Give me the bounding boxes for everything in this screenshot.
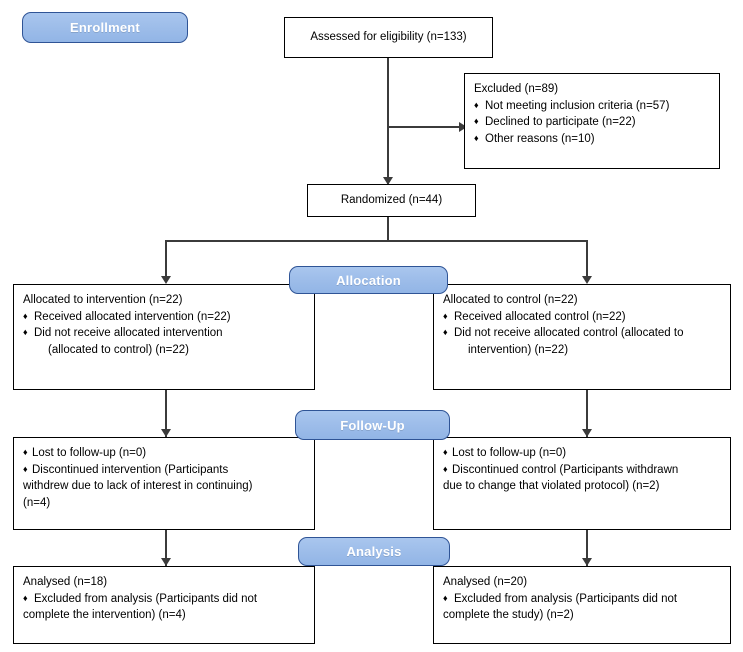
box-excluded: Excluded (n=89) ♦ Not meeting inclusion … bbox=[464, 73, 720, 169]
allocated-control-item2-line1: Did not receive allocated control (alloc… bbox=[454, 327, 684, 340]
arrow-into-followup-intervention-icon bbox=[161, 429, 171, 437]
analysis-control-item1-line2: complete the study) (n=2) bbox=[443, 609, 574, 622]
bullet-icon: ♦ bbox=[443, 327, 448, 338]
allocated-intervention-item1: Received allocated intervention (n=22) bbox=[34, 310, 231, 323]
stage-label-followup-text: Follow-Up bbox=[340, 417, 405, 433]
bullet-icon: ♦ bbox=[23, 463, 28, 474]
followup-intervention-item2-line3: (n=4) bbox=[23, 497, 51, 510]
list-item: ♦ Did not receive allocated intervention… bbox=[23, 325, 305, 358]
stage-label-analysis: Analysis bbox=[298, 537, 450, 566]
list-item: ♦ Other reasons (n=10) bbox=[474, 131, 710, 148]
arrow-into-followup-control-icon bbox=[582, 429, 592, 437]
excluded-reason-text: Declined to participate (n=22) bbox=[485, 116, 636, 129]
list-item: ♦ Excluded from analysis (Participants d… bbox=[23, 591, 305, 624]
allocated-control-item1: Received allocated control (n=22) bbox=[454, 310, 626, 323]
stage-label-enrollment-text: Enrollment bbox=[70, 20, 140, 35]
followup-intervention-list: ♦ Lost to follow-up (n=0) ♦ Discontinued… bbox=[23, 445, 305, 512]
bullet-icon: ♦ bbox=[23, 447, 28, 457]
bullet-icon: ♦ bbox=[443, 592, 448, 603]
arrow-into-randomized-icon bbox=[383, 177, 393, 185]
bullet-icon: ♦ bbox=[23, 327, 28, 338]
stage-label-allocation-text: Allocation bbox=[336, 272, 401, 288]
allocated-intervention-list: ♦ Received allocated intervention (n=22)… bbox=[23, 309, 305, 359]
followup-control-item2-line2: due to change that violated protocol) (n… bbox=[443, 480, 660, 493]
box-analysis-intervention: Analysed (n=18) ♦ Excluded from analysis… bbox=[13, 566, 315, 644]
followup-control-item2-line1: Discontinued control (Participants withd… bbox=[452, 463, 679, 476]
arrow-into-allocated-intervention-icon bbox=[161, 276, 171, 284]
assessed-text: Assessed for eligibility (n=133) bbox=[310, 31, 467, 44]
box-allocated-to-control: Allocated to control (n=22) ♦ Received a… bbox=[433, 284, 731, 390]
connector-randomized-down bbox=[387, 216, 389, 242]
list-item: ♦ Lost to follow-up (n=0) bbox=[443, 445, 721, 462]
box-analysis-control: Analysed (n=20) ♦ Excluded from analysis… bbox=[433, 566, 731, 644]
arrow-into-analysis-control-icon bbox=[582, 558, 592, 566]
box-allocated-to-intervention: Allocated to intervention (n=22) ♦ Recei… bbox=[13, 284, 315, 390]
connector-control-followup-to-analysis bbox=[586, 529, 588, 566]
list-item: ♦ Did not receive allocated control (all… bbox=[443, 325, 721, 358]
connector-split-left-drop bbox=[165, 240, 167, 282]
allocated-intervention-title: Allocated to intervention (n=22) bbox=[23, 294, 183, 306]
followup-intervention-item2-line2: withdrew due to lack of interest in cont… bbox=[23, 480, 253, 493]
list-item: ♦ Not meeting inclusion criteria (n=57) bbox=[474, 98, 710, 115]
analysis-control-list: ♦ Excluded from analysis (Participants d… bbox=[443, 591, 721, 624]
allocated-intervention-item2-line2: (allocated to control) (n=22) bbox=[48, 344, 189, 357]
connector-intervention-alloc-to-followup bbox=[165, 389, 167, 437]
box-randomized: Randomized (n=44) bbox=[307, 184, 476, 217]
bullet-icon: ♦ bbox=[443, 310, 448, 321]
analysis-intervention-title: Analysed (n=18) bbox=[23, 576, 108, 588]
excluded-reason-list: ♦ Not meeting inclusion criteria (n=57) … bbox=[474, 98, 710, 148]
analysis-control-title: Analysed (n=20) bbox=[443, 576, 528, 588]
followup-intervention-item2-line1: Discontinued intervention (Participants bbox=[32, 463, 229, 476]
list-item: ♦ Declined to participate (n=22) bbox=[474, 114, 710, 131]
box-assessed-for-eligibility: Assessed for eligibility (n=133) bbox=[284, 17, 493, 58]
stage-label-allocation: Allocation bbox=[289, 266, 448, 294]
arrow-to-excluded-icon bbox=[459, 122, 467, 132]
connector-intervention-followup-to-analysis bbox=[165, 529, 167, 566]
list-item: ♦ Received allocated intervention (n=22) bbox=[23, 309, 305, 326]
connector-control-alloc-to-followup bbox=[586, 389, 588, 437]
box-followup-control: ♦ Lost to follow-up (n=0) ♦ Discontinued… bbox=[433, 437, 731, 530]
analysis-control-item1-line1: Excluded from analysis (Participants did… bbox=[454, 592, 678, 605]
stage-label-enrollment: Enrollment bbox=[22, 12, 188, 43]
allocated-control-item2-line2: intervention) (n=22) bbox=[468, 344, 569, 357]
list-item: ♦ Excluded from analysis (Participants d… bbox=[443, 591, 721, 624]
analysis-intervention-item1-line1: Excluded from analysis (Participants did… bbox=[34, 592, 258, 605]
connector-assessed-to-excluded bbox=[387, 126, 461, 128]
bullet-icon: ♦ bbox=[474, 99, 479, 110]
excluded-title: Excluded (n=89) bbox=[474, 83, 559, 95]
allocated-intervention-item2-line1: Did not receive allocated intervention bbox=[34, 327, 223, 340]
list-item: ♦ Discontinued intervention (Participant… bbox=[23, 462, 305, 512]
stage-label-followup: Follow-Up bbox=[295, 410, 450, 440]
connector-assessed-to-randomized bbox=[387, 57, 389, 240]
list-item: ♦ Received allocated control (n=22) bbox=[443, 309, 721, 326]
bullet-icon: ♦ bbox=[443, 447, 448, 457]
randomized-text: Randomized (n=44) bbox=[340, 194, 443, 207]
bullet-icon: ♦ bbox=[474, 133, 479, 144]
followup-control-item1: Lost to follow-up (n=0) bbox=[452, 447, 567, 459]
arrow-into-allocated-control-icon bbox=[582, 276, 592, 284]
allocated-control-title: Allocated to control (n=22) bbox=[443, 294, 578, 306]
analysis-intervention-item1-line2: complete the intervention) (n=4) bbox=[23, 609, 186, 622]
excluded-reason-text: Other reasons (n=10) bbox=[485, 133, 595, 146]
bullet-icon: ♦ bbox=[474, 116, 479, 127]
box-followup-intervention: ♦ Lost to follow-up (n=0) ♦ Discontinued… bbox=[13, 437, 315, 530]
stage-label-analysis-text: Analysis bbox=[346, 544, 402, 559]
connector-allocation-split-bar bbox=[165, 240, 588, 242]
allocated-control-list: ♦ Received allocated control (n=22) ♦ Di… bbox=[443, 309, 721, 359]
excluded-reason-text: Not meeting inclusion criteria (n=57) bbox=[485, 99, 670, 112]
followup-control-list: ♦ Lost to follow-up (n=0) ♦ Discontinued… bbox=[443, 445, 721, 495]
connector-split-right-drop bbox=[586, 240, 588, 282]
list-item: ♦ Lost to follow-up (n=0) bbox=[23, 445, 305, 462]
followup-intervention-item1: Lost to follow-up (n=0) bbox=[32, 447, 147, 459]
arrow-into-analysis-intervention-icon bbox=[161, 558, 171, 566]
analysis-intervention-list: ♦ Excluded from analysis (Participants d… bbox=[23, 591, 305, 624]
bullet-icon: ♦ bbox=[23, 592, 28, 603]
list-item: ♦ Discontinued control (Participants wit… bbox=[443, 462, 721, 495]
bullet-icon: ♦ bbox=[23, 310, 28, 321]
bullet-icon: ♦ bbox=[443, 463, 448, 474]
